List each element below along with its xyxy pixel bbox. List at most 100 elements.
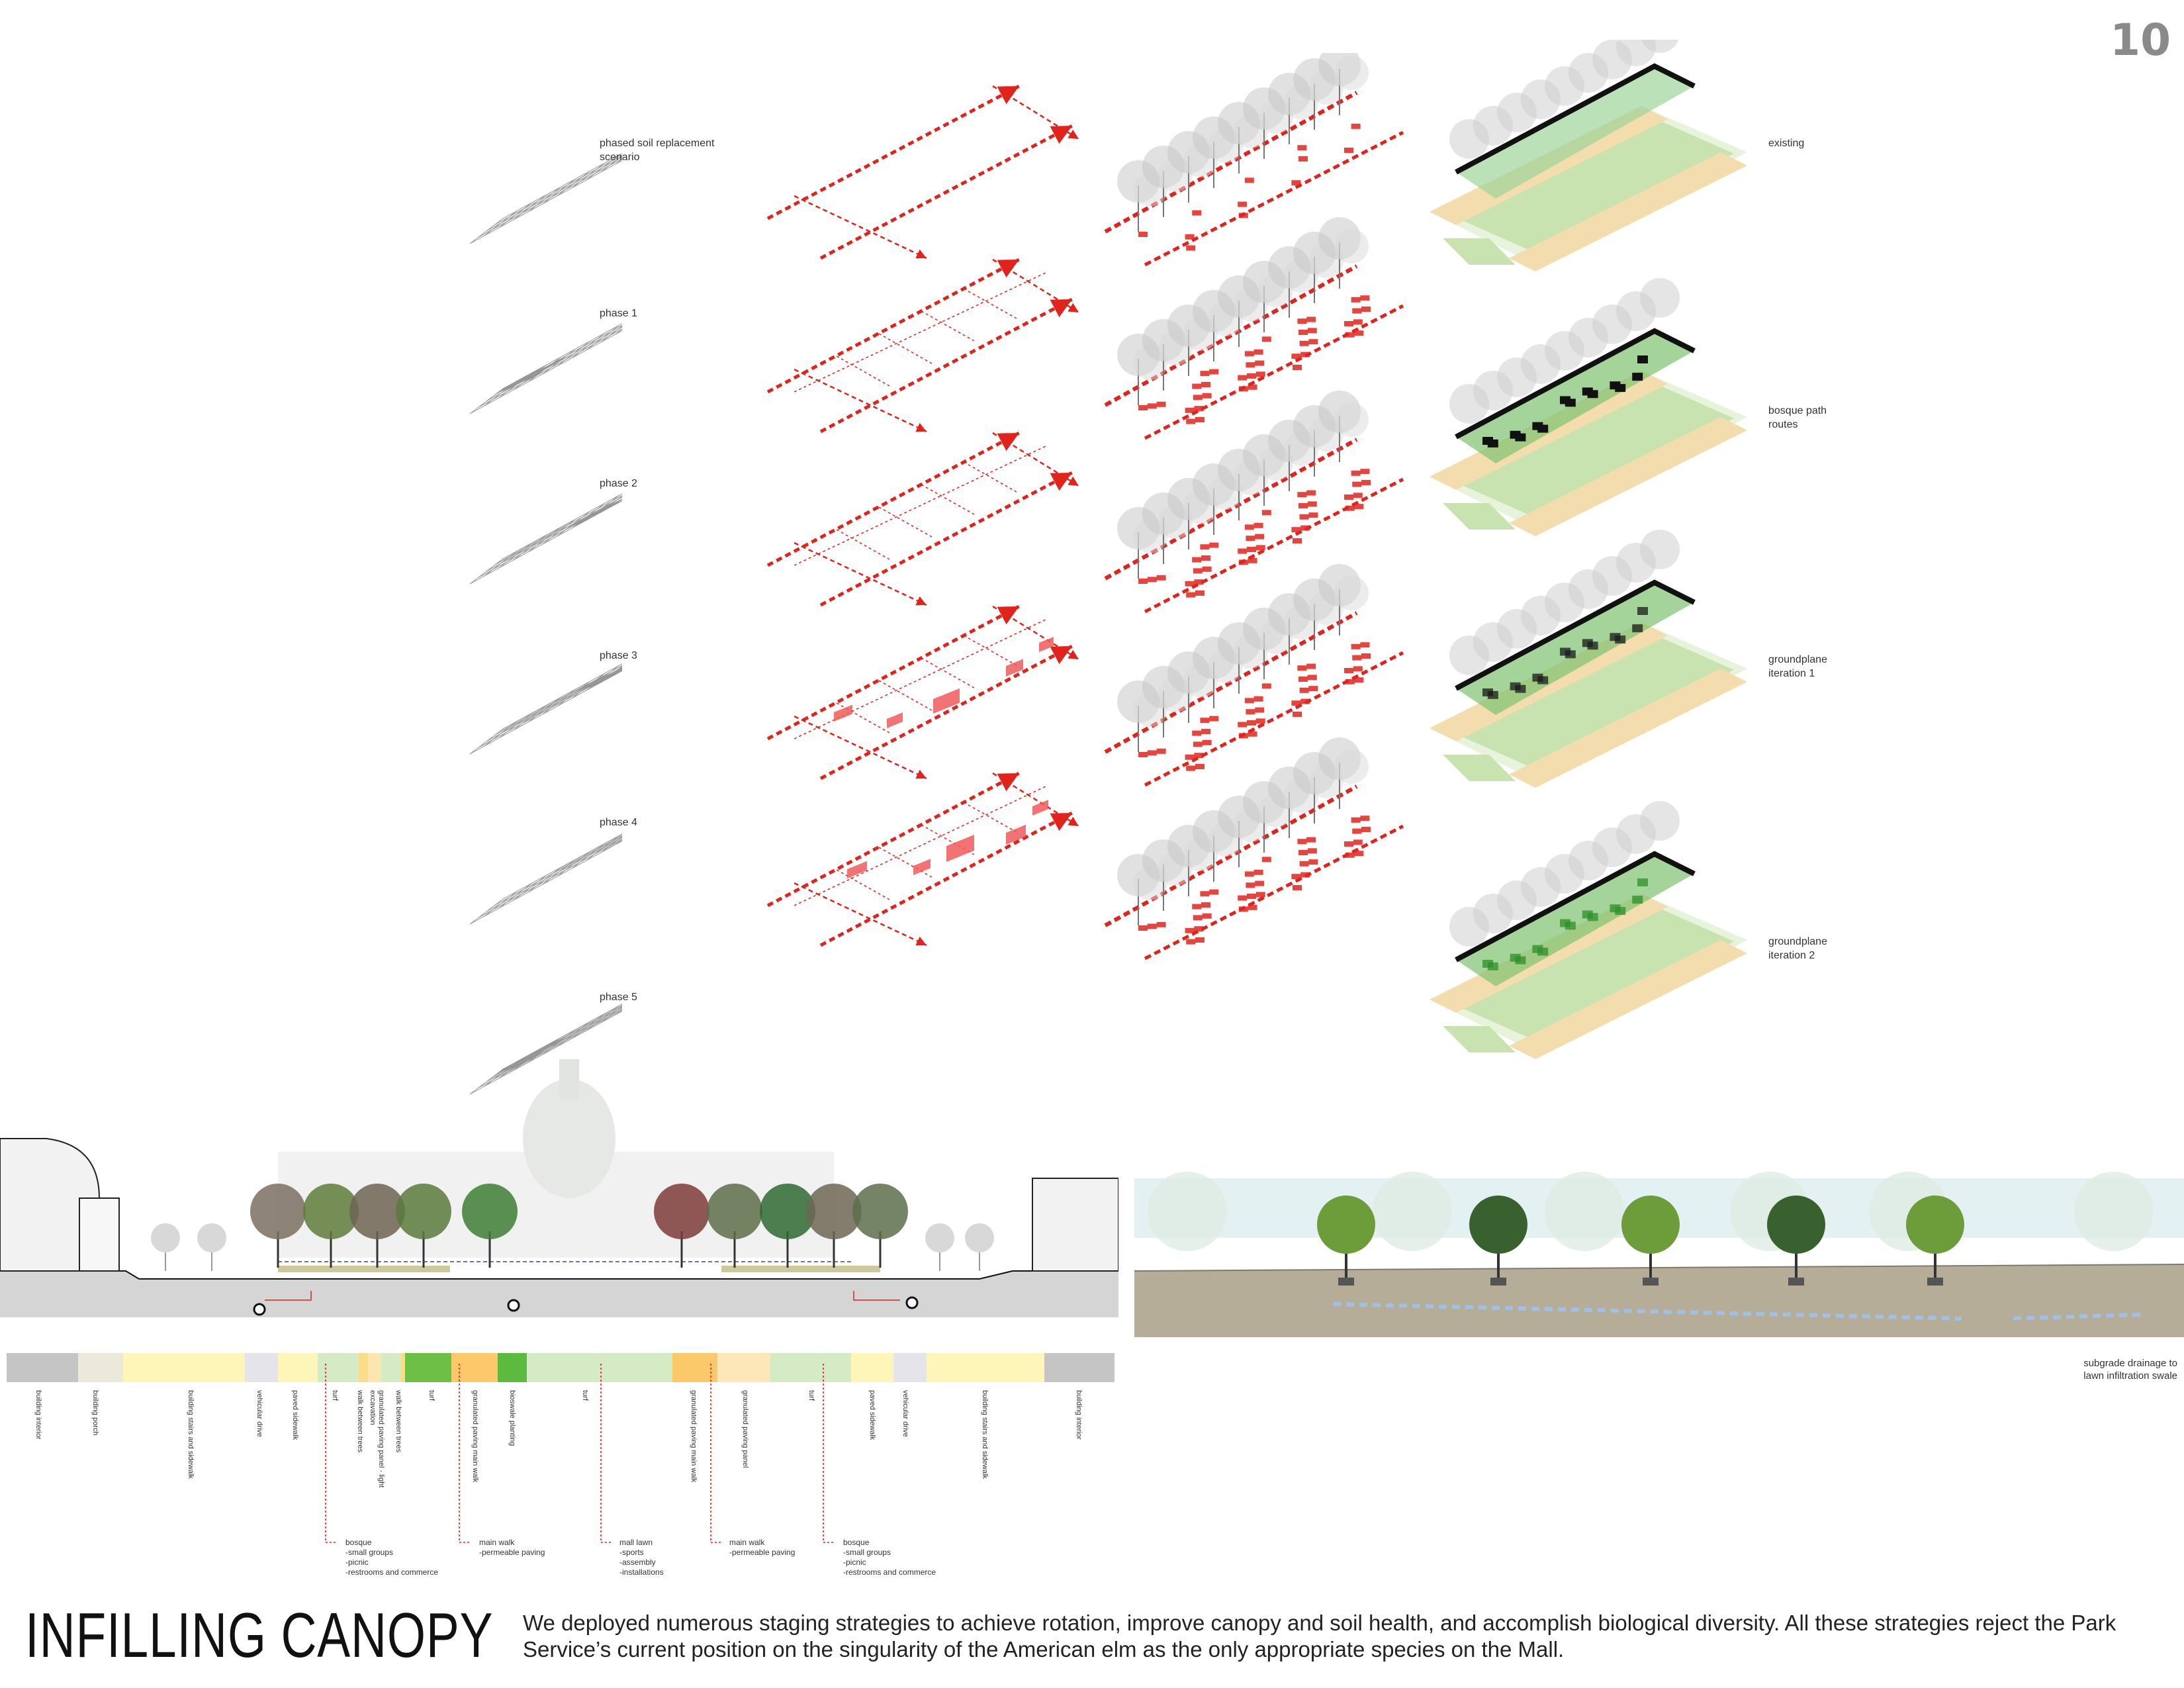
tree-canopy: [1640, 278, 1680, 318]
bosque-edge: [1455, 328, 1696, 440]
bosque-zone: [1456, 583, 1694, 715]
canopy-footprint: [1345, 332, 1355, 338]
canopy-footprint: [1248, 904, 1257, 910]
canopy-footprint: [1247, 373, 1256, 379]
soil-replacement-grids: [469, 153, 622, 1095]
canopy-footprint: [1300, 352, 1310, 357]
grid-cell: [609, 1007, 622, 1017]
paving-block: [933, 688, 960, 714]
canopy-footprint: [1194, 579, 1204, 585]
canopy-footprint: [1345, 505, 1355, 511]
canopy-footprint: [1297, 665, 1307, 671]
note-main-walk-right: main walk -permeable paving: [729, 1538, 796, 1557]
bosque-planter: [721, 1266, 880, 1272]
zone-segment: [770, 1353, 851, 1382]
grid-path: [794, 786, 1046, 906]
bosque-edge: [1455, 579, 1696, 691]
main-walk-arrow: [819, 644, 1073, 780]
tree-canopy: [925, 1223, 954, 1252]
canopy-footprint: [1201, 902, 1210, 908]
grid-path: [963, 802, 1017, 833]
tree-canopy: [197, 1223, 226, 1252]
canopy-footprint: [1193, 915, 1203, 921]
canopy-footprint: [1352, 828, 1362, 834]
canopy-footprint: [1255, 892, 1265, 898]
groundplane-diagram: [1430, 40, 1747, 271]
grid-cell: [609, 156, 622, 166]
canopy-footprint: [1300, 872, 1310, 878]
circulation-diagram: [766, 771, 1079, 947]
grid-path: [963, 461, 1017, 492]
cross-path-arrow: [992, 258, 1079, 314]
main-walk-line: [1144, 477, 1404, 614]
canopy-footprint: [1361, 827, 1371, 832]
groundplane-patch: [1487, 439, 1498, 447]
canopy-footprint: [1192, 557, 1202, 563]
canopy-footprint: [1247, 547, 1256, 552]
canopy-footprint: [1255, 718, 1265, 724]
canopy-footprint: [1195, 590, 1205, 596]
canopy-footprint: [1307, 328, 1317, 334]
canopy-footprint: [1306, 316, 1316, 322]
path-band: [1509, 152, 1747, 271]
canopy-footprint: [1293, 365, 1302, 370]
canopy-footprint: [1344, 321, 1353, 326]
canopy-footprint: [1308, 512, 1318, 518]
note-leader-lines: [325, 1364, 835, 1543]
canopy-footprint: [1138, 579, 1148, 584]
zone-segment: [405, 1353, 451, 1382]
canopy-footprint: [1352, 308, 1362, 314]
canopy-footprint: [1200, 891, 1210, 897]
tree-pit: [1490, 1278, 1506, 1286]
canopy-footprint: [1238, 201, 1248, 207]
lawn: [1443, 629, 1734, 769]
main-walk-arrow: [766, 604, 1021, 741]
zone-segment: [927, 1353, 1044, 1382]
grid-cell: [611, 153, 622, 162]
bosque-planter: [278, 1266, 450, 1272]
canopy-footprint: [1201, 555, 1210, 561]
grid-path: [836, 869, 890, 900]
canopy-footprint: [1248, 731, 1257, 737]
bosque-zone: [1456, 331, 1694, 463]
drainage-arrow: [2007, 1313, 2141, 1321]
grid-cell: [611, 323, 622, 332]
tree-canopy: [654, 1184, 709, 1239]
lawn-corner: [1443, 755, 1516, 781]
canopy-footprint: [1299, 340, 1309, 346]
tree-canopy: [707, 1184, 762, 1239]
phase-label-4: phase 4: [600, 817, 637, 828]
faded-tree: [1148, 1172, 1227, 1251]
canopy-footprint: [1300, 525, 1310, 531]
soil-grid: [469, 493, 622, 585]
groundplane-patch: [1632, 896, 1643, 904]
canopy-footprint: [1193, 395, 1203, 400]
zone-segment: [498, 1353, 527, 1382]
canopy-footprint: [1202, 393, 1212, 399]
lawn: [1443, 900, 1734, 1041]
canopy-footprint: [1248, 557, 1257, 563]
cross-path-arrow: [794, 715, 927, 780]
grid-cell: [609, 837, 622, 847]
bosque-zone: [1456, 854, 1694, 986]
groundplane-patch: [1615, 384, 1626, 393]
canopy-footprint: [1238, 733, 1248, 739]
section-caption: subgrade drainage to lawn infiltration s…: [2083, 1358, 2177, 1382]
phase-label-scenario: phased soil replacement scenario: [600, 138, 715, 163]
canopy-footprint: [1291, 874, 1301, 880]
drainage-arrow: [1332, 1302, 1962, 1321]
canopy-footprint: [1193, 741, 1203, 747]
tree-pit: [1338, 1278, 1354, 1286]
grid-cell: [469, 910, 493, 925]
canopy-footprint: [1246, 882, 1255, 888]
canopy-footprint: [1186, 245, 1196, 251]
canopy-footprint: [1361, 480, 1371, 485]
zone-segment: [7, 1353, 78, 1382]
canopy-footprint: [1354, 851, 1364, 857]
groundplane-patch: [1587, 913, 1598, 921]
groundplane-patch: [1637, 878, 1648, 886]
zone-segment: [851, 1353, 893, 1382]
zone-segment: [401, 1353, 405, 1382]
canopy-footprint: [1238, 895, 1248, 901]
soil-grid: [469, 663, 622, 755]
